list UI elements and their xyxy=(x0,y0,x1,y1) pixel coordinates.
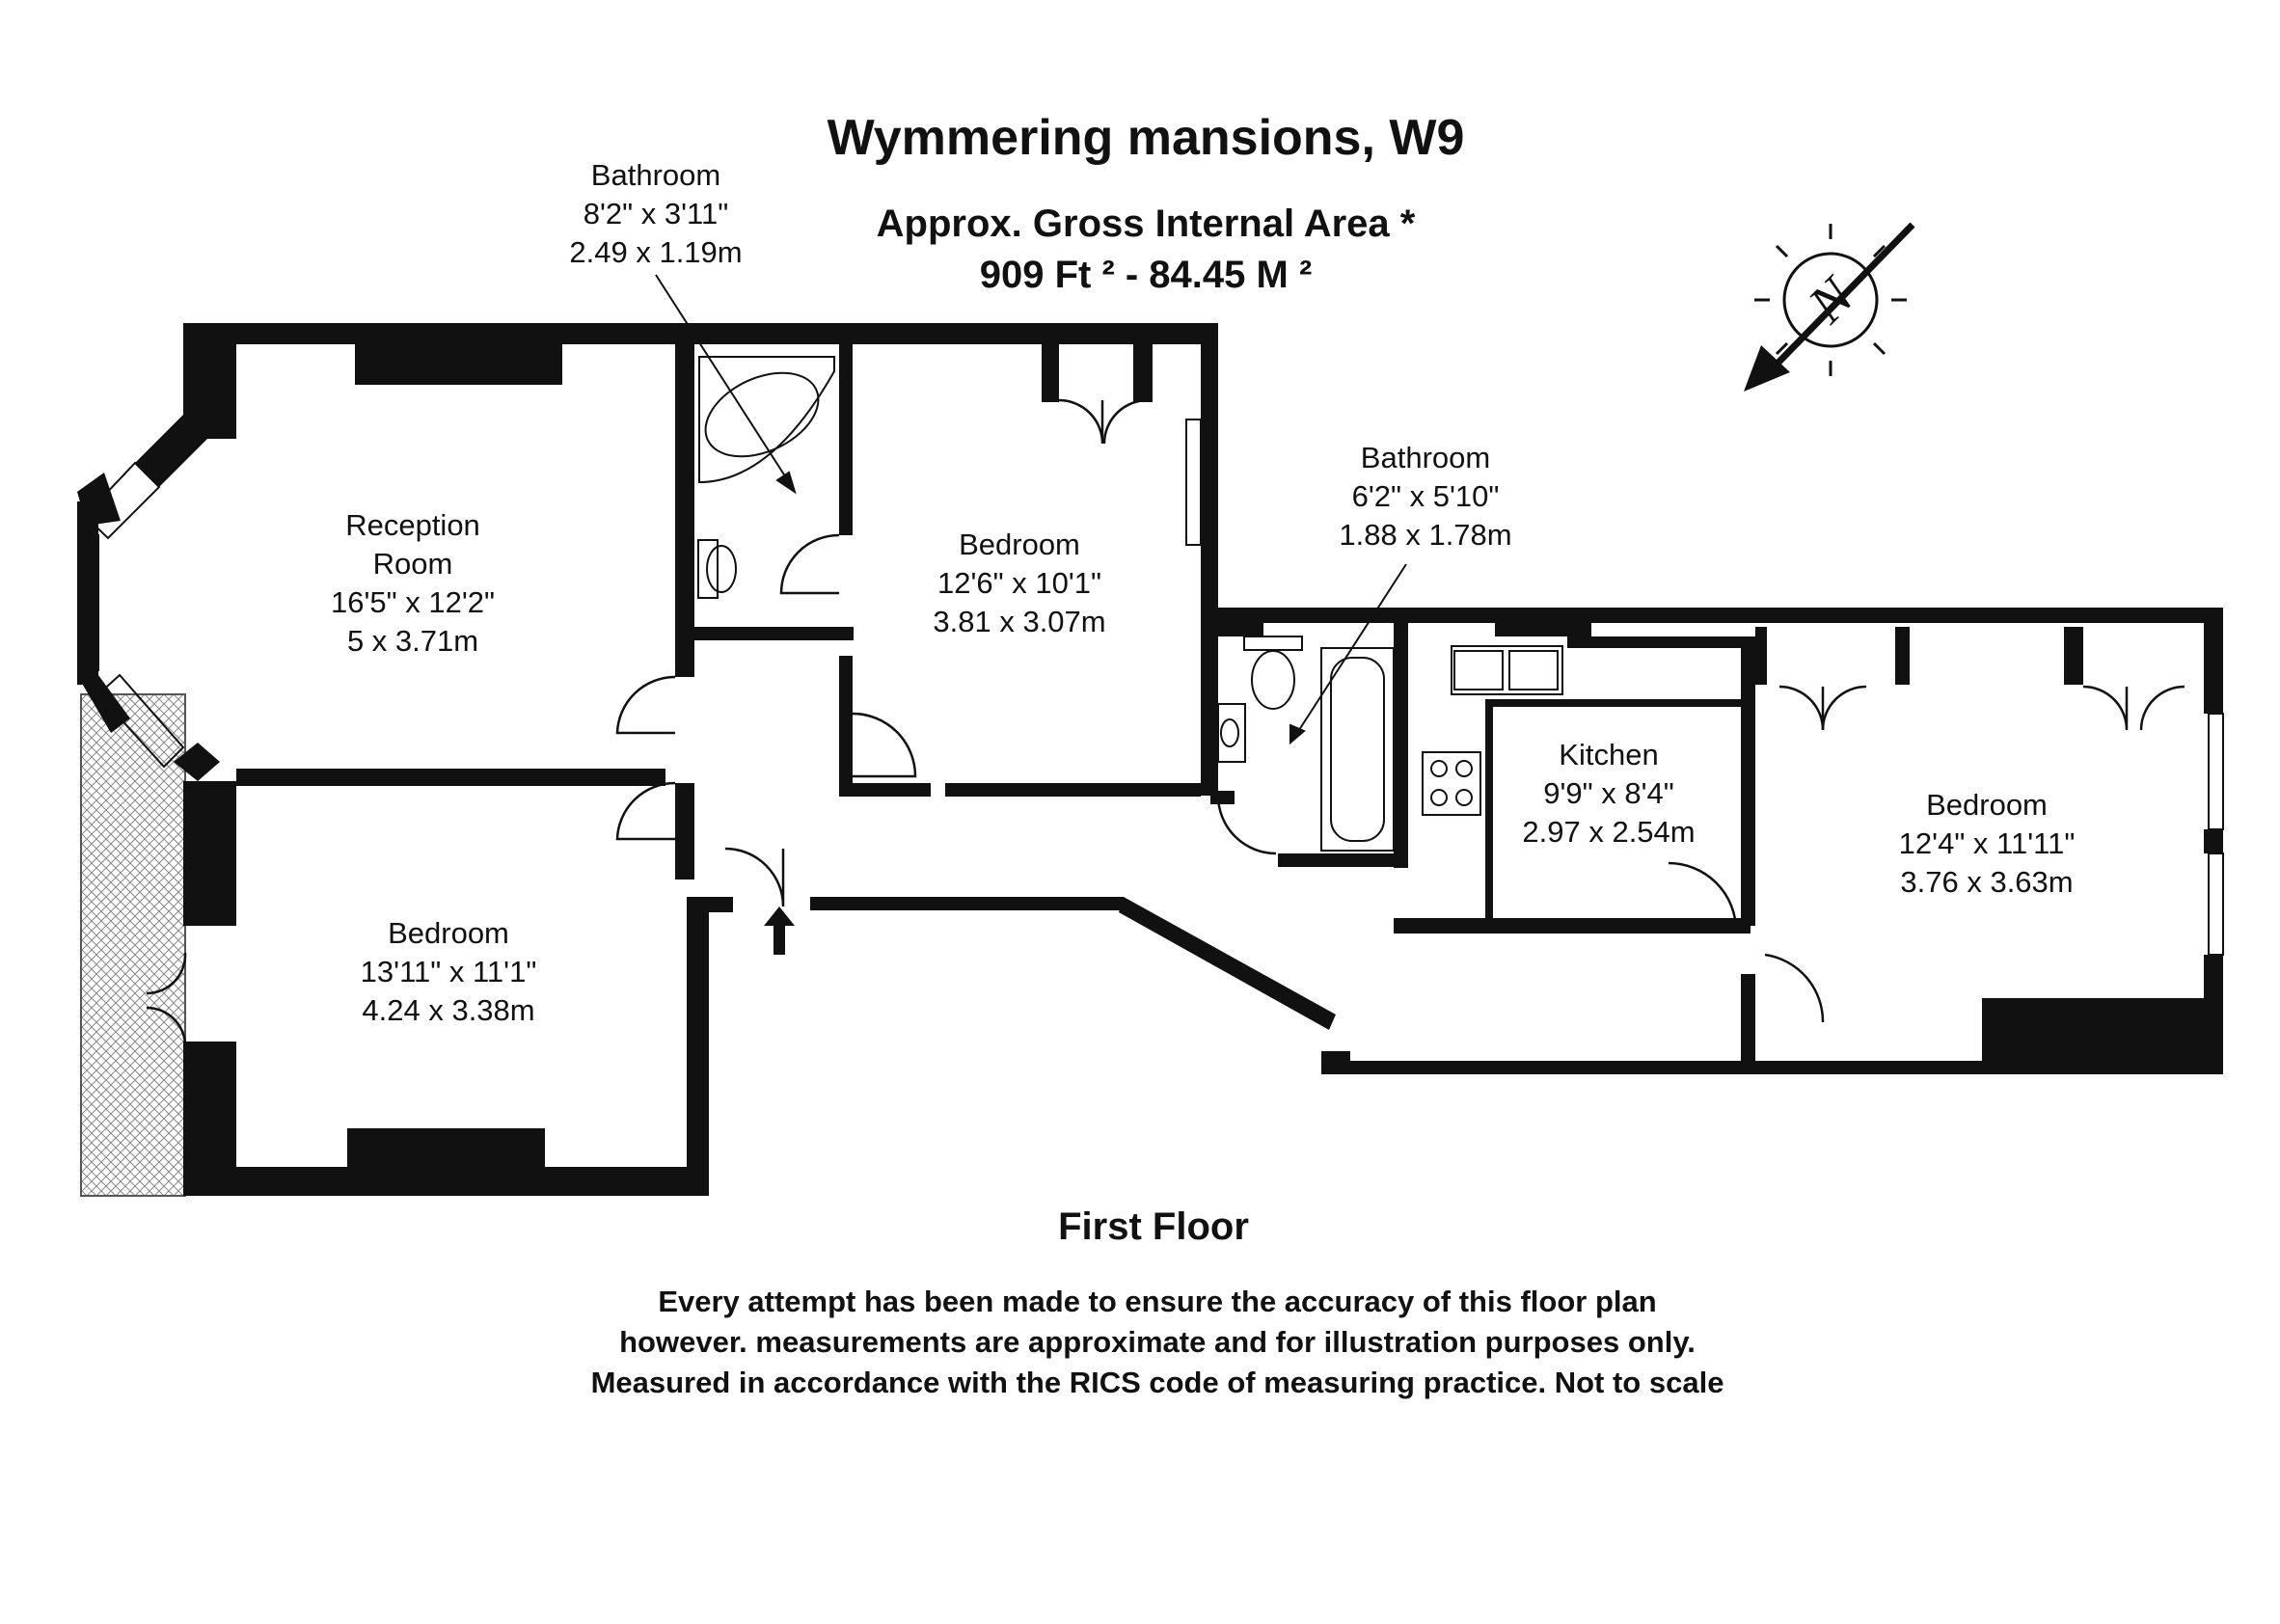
room-metric: 4.24 x 3.38m xyxy=(362,993,534,1027)
plan-title: Wymmering mansions, W9 xyxy=(828,110,1465,166)
windows xyxy=(80,419,2224,956)
room-name: Reception xyxy=(345,508,480,542)
room-metric: 3.76 x 3.63m xyxy=(1900,865,2073,899)
disclaimer-line-1: Every attempt has been made to ensure th… xyxy=(658,1285,1656,1318)
room-imperial: 16'5" x 12'2" xyxy=(331,585,495,619)
room-name: Bedroom xyxy=(959,528,1080,561)
room-label-bathroom-1: Bathroom 8'2" x 3'11" 2.49 x 1.19m xyxy=(569,158,742,269)
room-metric: 2.97 x 2.54m xyxy=(1522,815,1695,849)
room-name: Bathroom xyxy=(1361,441,1490,474)
room-label-kitchen: Kitchen 9'9" x 8'4" 2.97 x 2.54m xyxy=(1522,738,1695,849)
room-imperial: 8'2" x 3'11" xyxy=(584,197,728,230)
exterior-walls xyxy=(77,323,2223,1196)
disclaimer-line-2: however. measurements are approximate an… xyxy=(619,1325,1696,1359)
room-name: Bedroom xyxy=(388,916,509,950)
room-label-bedroom-mid: Bedroom 12'6" x 10'1" 3.81 x 3.07m xyxy=(933,528,1105,638)
room-label-bedroom-e: Bedroom 12'4" x 11'11" 3.76 x 3.63m xyxy=(1899,788,2076,899)
area-value: 909 Ft ² - 84.45 M ² xyxy=(980,254,1313,296)
room-name: Bedroom xyxy=(1926,788,2048,822)
area-label: Approx. Gross Internal Area * xyxy=(877,203,1416,245)
room-metric: 5 x 3.71m xyxy=(347,624,478,658)
entrance-arrow-icon xyxy=(764,907,795,955)
room-imperial: 12'4" x 11'11" xyxy=(1899,826,2076,860)
room-name: Kitchen xyxy=(1559,738,1658,771)
room-label-bathroom-2: Bathroom 6'2" x 5'10" 1.88 x 1.78m xyxy=(1339,441,1511,552)
room-label-bedroom-sw: Bedroom 13'11" x 11'1" 4.24 x 3.38m xyxy=(361,916,537,1027)
compass-north-label: N xyxy=(1797,265,1867,336)
balcony xyxy=(80,693,186,1197)
room-metric: 3.81 x 3.07m xyxy=(933,605,1105,638)
room-name: Bathroom xyxy=(591,158,720,192)
leader-lines xyxy=(655,274,1407,745)
room-imperial: 13'11" x 11'1" xyxy=(361,955,537,988)
room-label-reception: Reception Room 16'5" x 12'2" 5 x 3.71m xyxy=(331,508,495,658)
room-imperial: 12'6" x 10'1" xyxy=(937,566,1101,600)
room-name-line2: Room xyxy=(373,547,453,581)
room-imperial: 9'9" x 8'4" xyxy=(1543,776,1674,810)
fixtures xyxy=(697,356,1563,852)
floor-label: First Floor xyxy=(1058,1205,1249,1248)
door-swings xyxy=(146,398,2185,1050)
room-imperial: 6'2" x 5'10" xyxy=(1352,479,1500,513)
room-metric: 2.49 x 1.19m xyxy=(569,235,742,269)
room-metric: 1.88 x 1.78m xyxy=(1339,518,1511,552)
disclaimer-line-3: Measured in accordance with the RICS cod… xyxy=(591,1366,1724,1399)
compass-icon: N xyxy=(1744,222,1915,392)
